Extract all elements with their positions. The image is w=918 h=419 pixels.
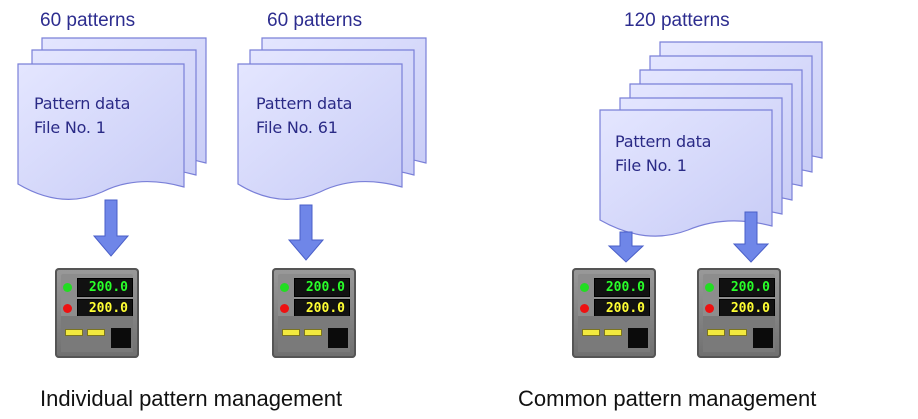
key-icon [707,329,725,336]
document-file-number-3: File No. 1 [615,156,687,175]
arrow-down-2 [287,204,325,261]
key-icon [582,329,600,336]
red-led-icon [280,304,289,313]
red-led-icon [580,304,589,313]
pattern-count-label-3: 120 patterns [624,10,730,31]
display-pv: 200.0 [719,278,775,297]
display-pv: 200.0 [594,278,650,297]
document-file-number-1: File No. 1 [34,118,106,137]
green-led-icon [705,283,714,292]
document-title-line-3: Pattern data [615,132,712,151]
controller-device-2: 200.0 200.0 [272,268,356,358]
key-icon [282,329,300,336]
key-icon [729,329,747,336]
sheet [237,63,403,200]
document-stack-3 [599,41,823,237]
display-pv: 200.0 [77,278,133,297]
screen-icon [328,328,348,348]
arrow-down-3 [607,231,645,263]
sheet [17,63,185,200]
key-icon [604,329,622,336]
display-pv: 200.0 [294,278,350,297]
pattern-count-label-1: 60 patterns [40,10,136,31]
controller-device-3: 200.0 200.0 [572,268,656,358]
red-led-icon [705,304,714,313]
controller-device-1: 200.0 200.0 [55,268,139,358]
arrow-down-4 [732,211,770,263]
document-title-line-1: Pattern data [34,94,131,113]
arrow-down-1 [92,199,130,257]
controller-device-4: 200.0 200.0 [697,268,781,358]
pattern-count-label-2: 60 patterns [267,10,363,31]
document-stack-2 [237,37,427,200]
sheet [599,109,773,237]
document-title-2: Pattern data File No. 61 [256,92,352,140]
green-led-icon [580,283,589,292]
display-sv: 200.0 [594,299,650,318]
document-title-line-2: Pattern data [256,94,353,113]
document-stack-1 [17,37,207,200]
caption-individual: Individual pattern management [40,386,343,411]
key-icon [304,329,322,336]
screen-icon [753,328,773,348]
document-title-1: Pattern data File No. 1 [34,92,130,140]
key-icon [87,329,105,336]
document-file-number-2: File No. 61 [256,118,338,137]
key-icon [65,329,83,336]
red-led-icon [63,304,72,313]
green-led-icon [63,283,72,292]
green-led-icon [280,283,289,292]
document-title-3: Pattern data File No. 1 [615,130,711,178]
caption-common: Common pattern management [518,386,817,411]
screen-icon [111,328,131,348]
screen-icon [628,328,648,348]
